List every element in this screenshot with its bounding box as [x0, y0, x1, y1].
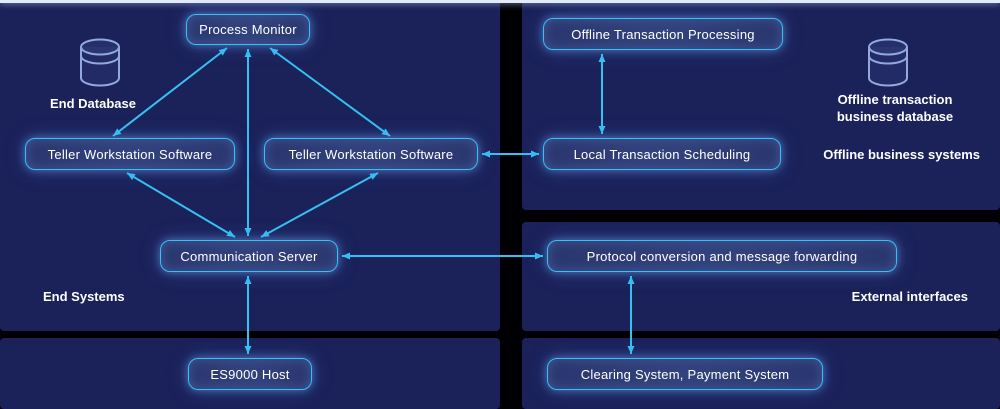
- database-icon-end: [80, 38, 120, 87]
- node-label: Clearing System, Payment System: [580, 366, 790, 382]
- node-label: ES9000 Host: [210, 366, 290, 382]
- label-offline-transaction-database: Offline transaction business database: [836, 92, 954, 124]
- node-protocol-conversion: Protocol conversion and message forwardi…: [547, 240, 897, 272]
- node-local-transaction-scheduling: Local Transaction Scheduling: [543, 138, 781, 170]
- label-offline-business-systems: Offline business systems: [823, 147, 980, 162]
- node-label: Local Transaction Scheduling: [573, 146, 751, 162]
- node-teller-workstation-left: Teller Workstation Software: [25, 138, 235, 170]
- node-offline-transaction-processing: Offline Transaction Processing: [543, 18, 783, 50]
- node-communication-server: Communication Server: [160, 240, 338, 272]
- label-external-interfaces: External interfaces: [851, 289, 968, 304]
- panel-external-interfaces: [522, 222, 1000, 331]
- database-icon-offline: [868, 38, 908, 87]
- node-clearing-payment-system: Clearing System, Payment System: [547, 358, 823, 390]
- node-teller-workstation-right: Teller Workstation Software: [264, 138, 478, 170]
- horizontal-divider-line: [0, 0, 1000, 3]
- node-label: Process Monitor: [199, 22, 297, 37]
- node-es9000-host: ES9000 Host: [188, 358, 312, 390]
- node-label: Teller Workstation Software: [288, 146, 454, 162]
- node-label: Teller Workstation Software: [47, 146, 213, 162]
- node-label: Offline Transaction Processing: [571, 26, 755, 42]
- node-process-monitor: Process Monitor: [186, 14, 310, 45]
- node-label: Communication Server: [180, 248, 318, 264]
- label-end-systems: End Systems: [43, 289, 125, 304]
- label-end-database: End Database: [50, 96, 136, 111]
- node-label: Protocol conversion and message forwardi…: [586, 248, 858, 264]
